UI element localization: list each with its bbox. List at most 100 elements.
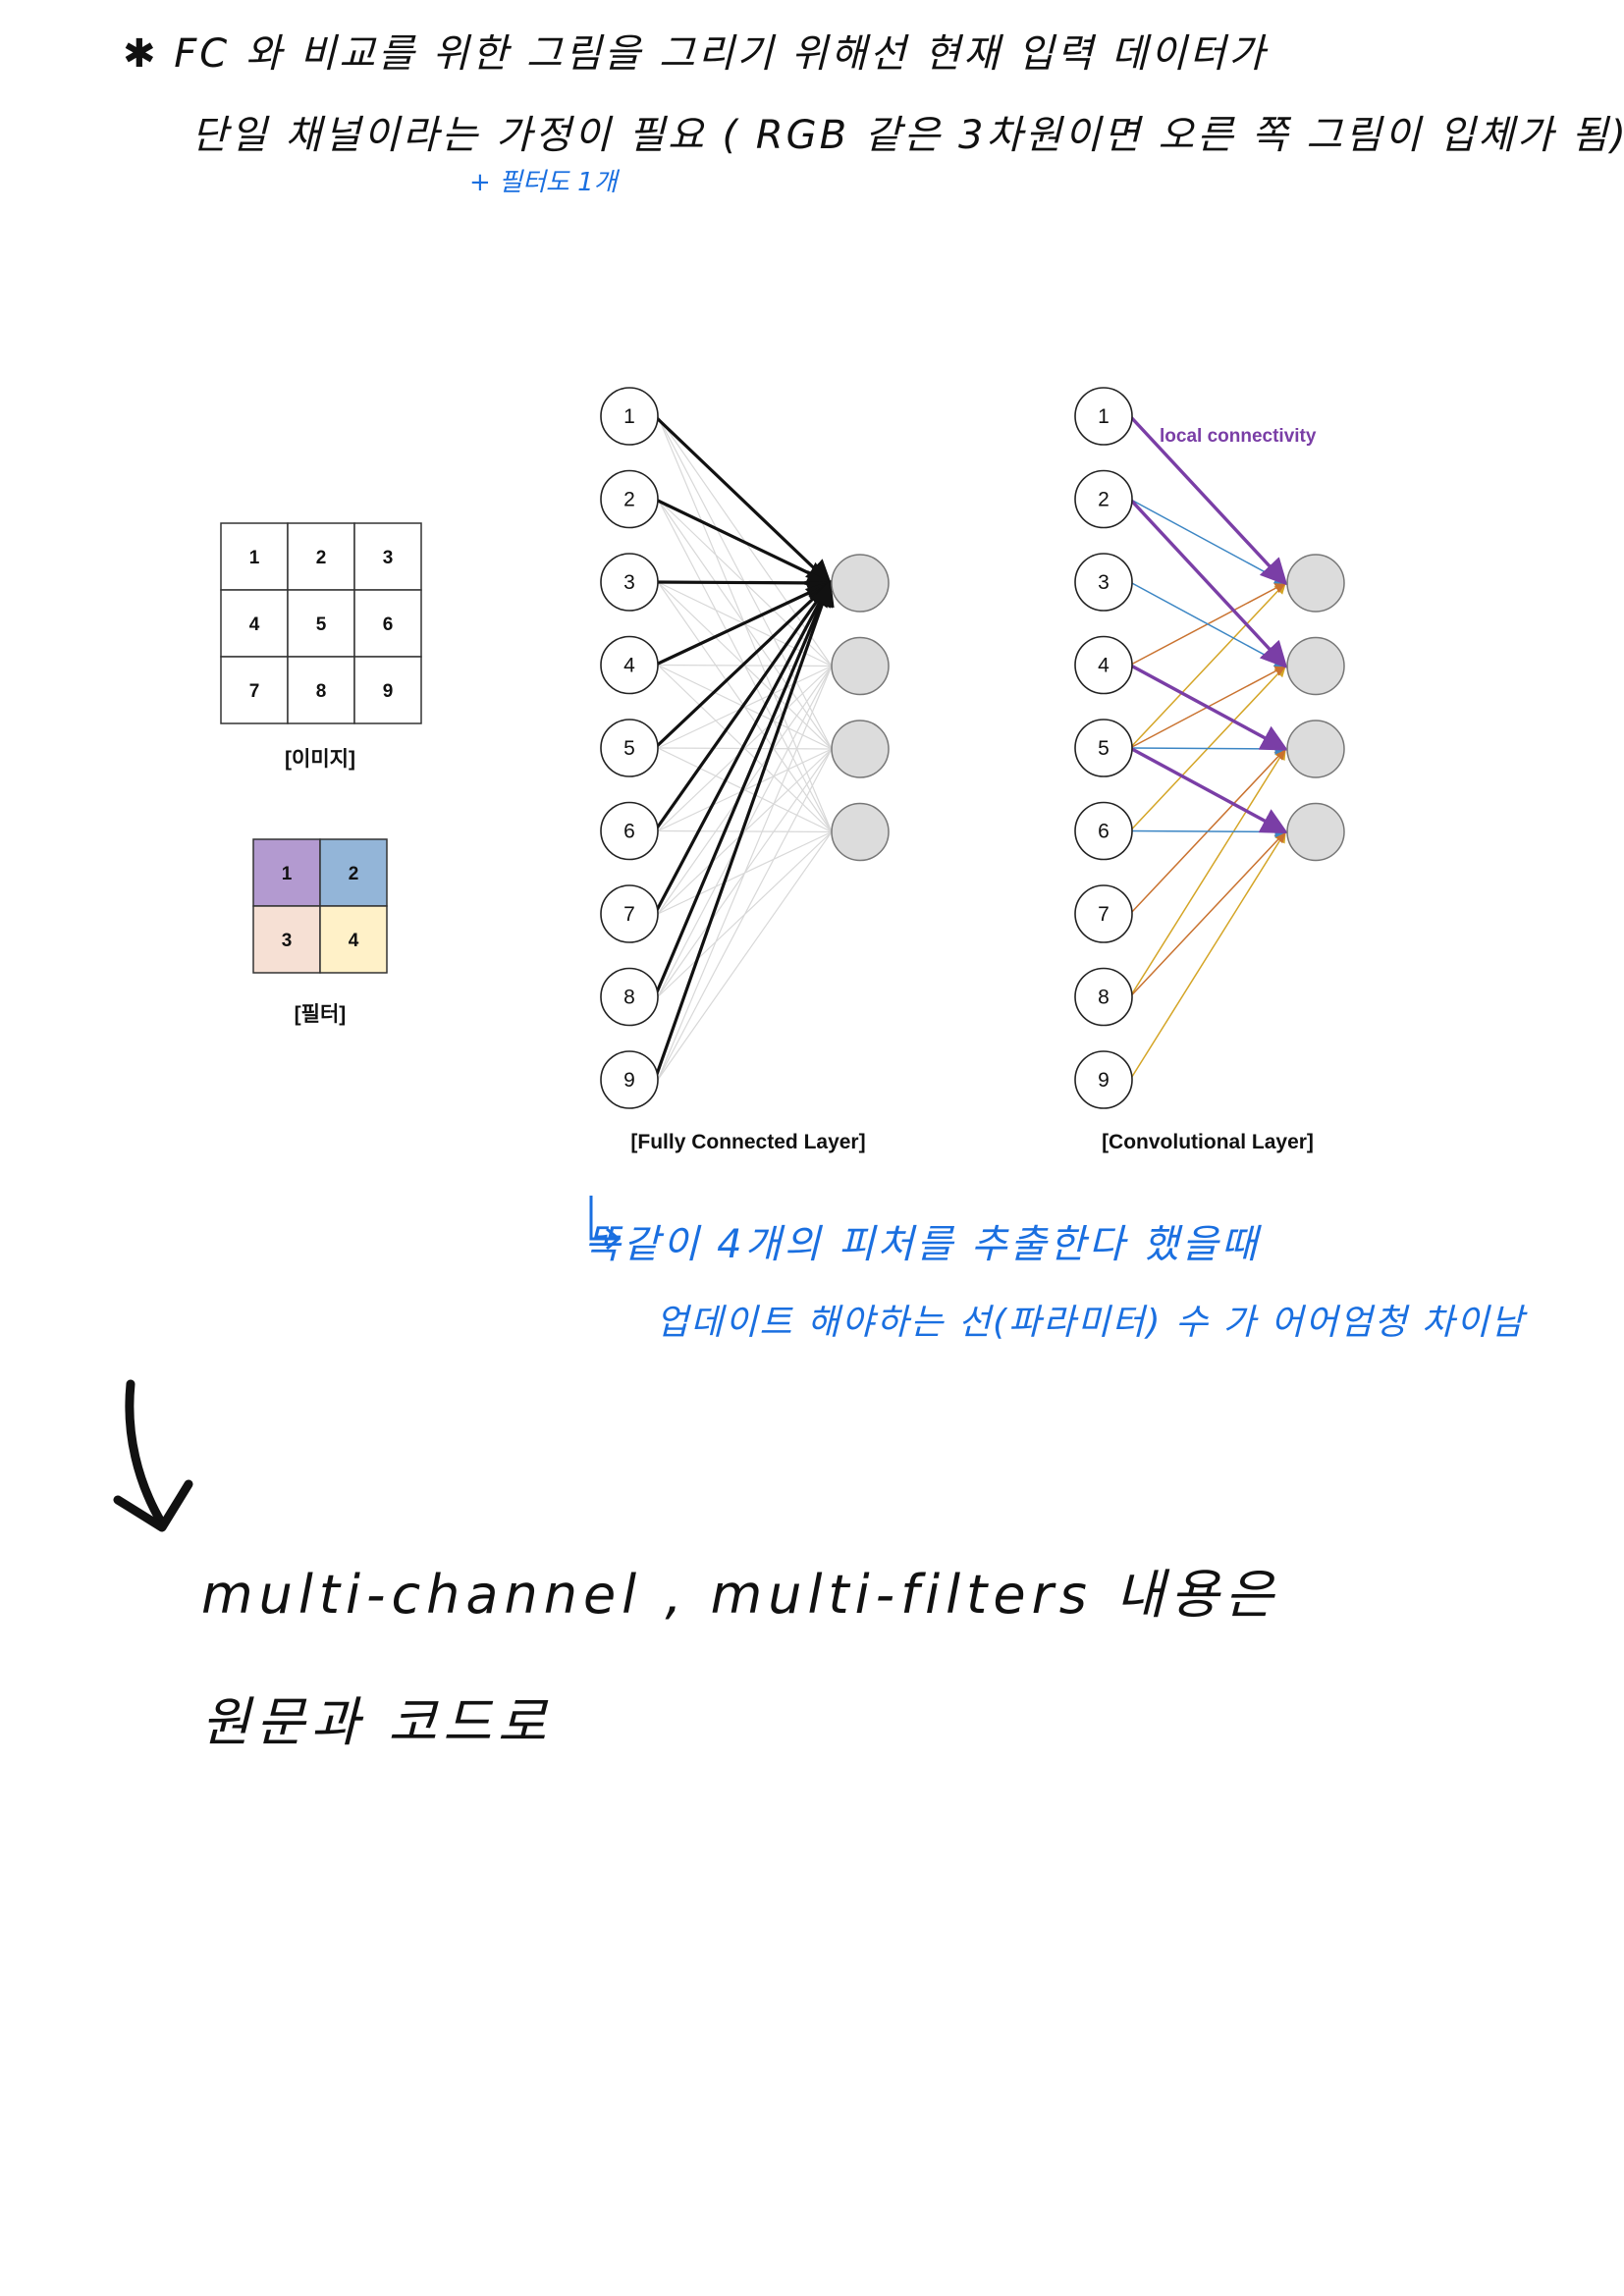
- image-cell-label: 5: [316, 614, 327, 635]
- conv-input-label: 6: [1098, 821, 1110, 843]
- fc-faint-edge: [657, 499, 833, 832]
- conv-edge: [1128, 414, 1288, 586]
- fc-input-node: [600, 1050, 659, 1109]
- conv-input-node: [1074, 387, 1133, 446]
- fc-faint-edge: [657, 581, 833, 832]
- filter-cell-label: 2: [349, 864, 359, 884]
- fc-faint-edge: [657, 747, 833, 833]
- filter-grid: 1 2 3 4: [252, 838, 388, 974]
- fc-faint-edge: [657, 665, 833, 832]
- conv-output-node: [1286, 720, 1345, 778]
- fc-faint-edge: [657, 831, 833, 1081]
- filter-cell: [252, 838, 321, 907]
- note-arrow-line-1: 똑같이 4개의 피처를 추출한다 했을때: [584, 1222, 1261, 1267]
- conv-edge: [1129, 747, 1286, 997]
- conv-input-label: 3: [1098, 571, 1110, 594]
- note-line-1-text: FC 와 비교를 위한 그림을 그리기 위해선 현재 입력 데이터가: [174, 31, 1269, 77]
- conv-edge: [1129, 742, 1287, 755]
- filter-caption: [필터]: [295, 1003, 347, 1026]
- conv-input-node: [1074, 884, 1133, 943]
- image-cell-label: 1: [249, 548, 260, 568]
- fc-output-node: [831, 802, 890, 862]
- fc-caption: [Fully Connected Layer]: [630, 1131, 865, 1153]
- down-arrow-icon: [125, 1379, 167, 1528]
- image-cell-label: 3: [383, 548, 394, 568]
- fc-input-label: 4: [623, 655, 635, 677]
- fc-bold-edge: [653, 580, 832, 832]
- down-arrow-head-icon: [113, 1479, 193, 1532]
- image-cell: [220, 589, 289, 658]
- fc-input-label: 3: [623, 571, 635, 594]
- conv-input-node: [1074, 553, 1133, 612]
- fc-output-node: [831, 554, 890, 613]
- hook-arrow-icon: [589, 1196, 617, 1241]
- filter-cell-label: 4: [349, 931, 359, 951]
- image-caption: [이미지]: [285, 748, 355, 771]
- hook-arrow-head-icon: [606, 1227, 622, 1251]
- filter-cell-label: 1: [282, 864, 293, 884]
- fc-input-node: [600, 884, 659, 943]
- filter-cell-label: 3: [282, 931, 293, 951]
- fc-bold-edge: [653, 580, 832, 915]
- fc-input-node: [600, 387, 659, 446]
- fc-input-label: 5: [623, 737, 635, 760]
- conv-edges: [1128, 414, 1288, 1081]
- conv-edge: [1129, 581, 1287, 749]
- image-cell-label: 8: [316, 681, 327, 702]
- conv-input-label: 4: [1098, 655, 1110, 677]
- image-cell-label: 6: [383, 614, 394, 635]
- conv-input-node: [1074, 469, 1133, 529]
- fc-input-node: [600, 553, 659, 612]
- star-mark-icon: ✱: [123, 31, 175, 77]
- note-filter-count: + 필터도 1개: [469, 168, 618, 197]
- fc-input-label: 9: [623, 1069, 635, 1092]
- conv-edge: [1129, 830, 1287, 998]
- bottom-note-line-2: 원문과 코드로: [201, 1691, 553, 1753]
- local-connectivity-label: local connectivity: [1160, 426, 1317, 447]
- conv-input-label: 7: [1098, 903, 1110, 926]
- fc-input-node: [600, 967, 659, 1027]
- fc-input-node: [600, 635, 659, 695]
- fc-bold-edge: [653, 580, 834, 998]
- conv-input-label: 1: [1098, 405, 1110, 428]
- fc-output-node: [831, 720, 890, 778]
- conv-edge: [1129, 581, 1287, 667]
- image-cell-label: 2: [316, 548, 327, 568]
- conv-input-node: [1074, 967, 1133, 1027]
- conv-edge: [1129, 664, 1288, 751]
- conv-caption: [Convolutional Layer]: [1102, 1131, 1314, 1153]
- fc-input-node: [600, 801, 659, 861]
- bottom-note-line-1: multi-channel , multi-filters 내용은: [201, 1564, 1280, 1626]
- image-cell-label: 7: [249, 681, 260, 702]
- fc-edges: [653, 414, 835, 1081]
- fc-faint-edge: [657, 830, 833, 915]
- conv-input-node: [1074, 635, 1133, 695]
- note-line-2: 단일 채널이라는 가정이 필요 ( RGB 같은 3차원이면 오른 쪽 그림이 …: [191, 113, 1624, 158]
- fc-bold-edge: [654, 570, 834, 596]
- conv-output-node: [1286, 636, 1345, 696]
- image-cell: [353, 656, 422, 724]
- filter-cell: [319, 838, 388, 907]
- conv-edge: [1129, 746, 1288, 834]
- fc-bold-edge: [653, 579, 835, 1081]
- fc-output-node: [831, 636, 890, 696]
- filter-cell: [319, 905, 388, 974]
- conv-output-node: [1286, 554, 1345, 613]
- fc-input-label: 7: [623, 903, 635, 926]
- fc-bold-edge: [653, 414, 833, 586]
- image-cell: [287, 522, 355, 591]
- image-cell-label: 9: [383, 681, 394, 702]
- conv-edge: [1129, 830, 1286, 1081]
- conv-output-node: [1286, 802, 1345, 862]
- conv-edge: [1129, 826, 1287, 838]
- note-arrow-line-2: 업데이트 해야하는 선(파라미터) 수 가 어어엄청 차이남: [656, 1303, 1526, 1343]
- fc-input-label: 6: [623, 821, 635, 843]
- fc-bold-edge: [654, 498, 833, 585]
- fc-input-node: [600, 719, 659, 777]
- note-line-1: ✱ FC 와 비교를 위한 그림을 그리기 위해선 현재 입력 데이터가: [123, 22, 1268, 79]
- conv-input-node: [1074, 1050, 1133, 1109]
- fc-input-label: 2: [623, 489, 635, 511]
